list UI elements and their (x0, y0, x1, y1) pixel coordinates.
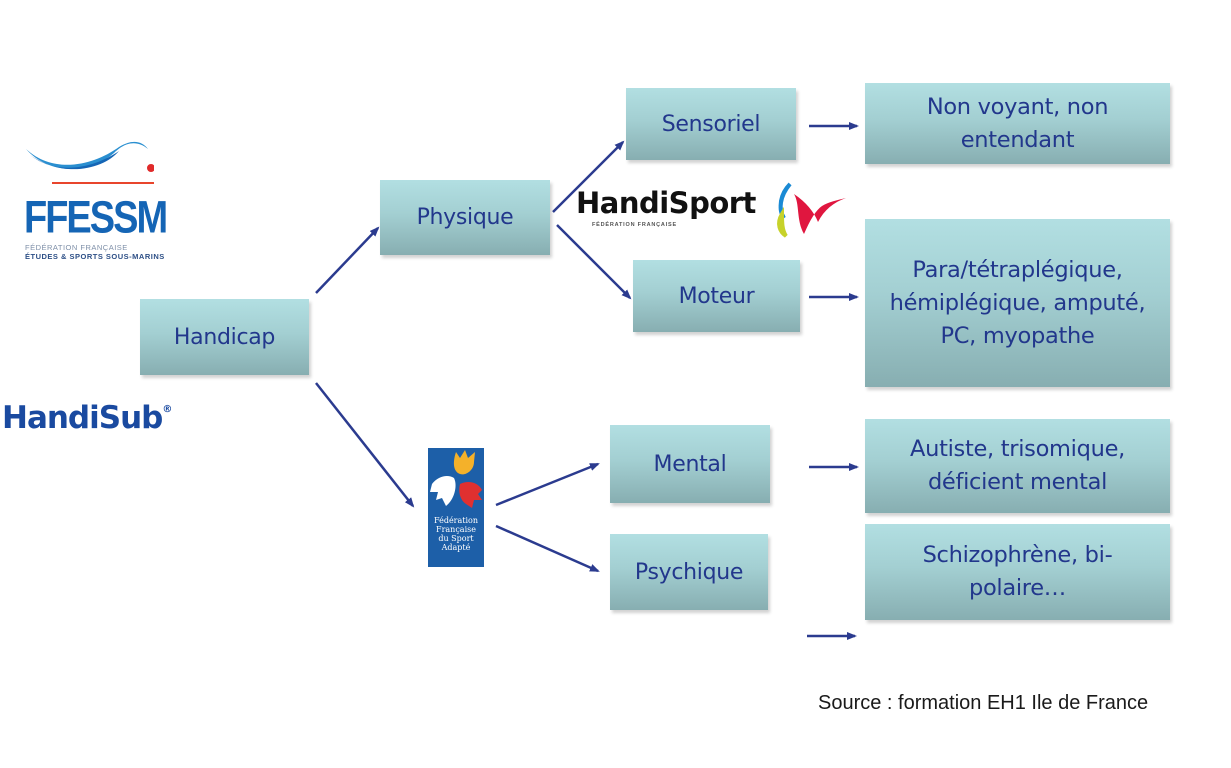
ffsa-logo-text: Fédération Française du Sport Adapté (428, 516, 484, 552)
handisub-logo: HandiSub® (2, 400, 172, 436)
description-line: hémiplégique, amputé, (889, 289, 1146, 316)
node-physique-label: Physique (416, 205, 514, 230)
arrow-ffsa-to-mental (495, 462, 600, 507)
ffessm-logo-line1: FÉDÉRATION FRANÇAISE (25, 243, 128, 252)
handisub-logo-text: HandiSub (2, 400, 163, 436)
handisport-logo-subtitle: FÉDÉRATION FRANÇAISE (592, 222, 677, 228)
node-moteur: Moteur (633, 260, 800, 332)
arrow-handicap-to-ffsa (315, 382, 415, 508)
node-mental: Mental (610, 425, 770, 503)
node-sensoriel-label: Sensoriel (661, 111, 761, 137)
description-mental: Autiste, trisomique, déficient mental (865, 419, 1170, 513)
ffsa-logo: Fédération Française du Sport Adapté (428, 448, 484, 567)
description-line: Schizophrène, bi- (922, 542, 1113, 568)
description-line: entendant (960, 126, 1075, 153)
description-line: déficient mental (927, 469, 1108, 495)
source-caption: Source : formation EH1 Ile de France (818, 692, 1149, 714)
node-moteur-label: Moteur (678, 283, 755, 309)
node-handicap: Handicap (140, 299, 309, 375)
registered-mark: ® (162, 404, 172, 415)
node-sensoriel: Sensoriel (626, 88, 796, 160)
description-line: Non voyant, non (926, 93, 1109, 120)
arrow-ffsa-to-psychique (495, 524, 600, 573)
description-line: Autiste, trisomique, (910, 436, 1125, 462)
ffsa-line: Adapté (441, 543, 471, 552)
wave-icon (26, 141, 154, 184)
handisport-emblem-icon (777, 182, 846, 238)
node-psychique: Psychique (610, 534, 768, 610)
description-line: polaire… (968, 575, 1067, 601)
description-line: PC, myopathe (940, 322, 1095, 349)
ffsa-line: Fédération (433, 516, 479, 525)
handisport-logo-text: HandiSport (576, 186, 756, 220)
ffessm-logo-text: FFESSM (24, 193, 168, 244)
ffessm-logo-line2: ÉTUDES & SPORTS SOUS-MARINS (25, 252, 165, 261)
ffsa-line: du Sport (438, 534, 474, 543)
arrow-handicap-to-physique (315, 226, 380, 294)
description-moteur: Para/tétraplégique, hémiplégique, amputé… (865, 219, 1170, 387)
arrow-physique-to-moteur (556, 224, 632, 300)
node-physique: Physique (380, 180, 550, 255)
description-psychique: Schizophrène, bi- polaire… (865, 524, 1170, 620)
ffsa-line: Française (436, 525, 476, 534)
node-mental-label: Mental (653, 451, 727, 477)
arrow-physique-to-sensoriel (552, 140, 625, 213)
ffsa-characters-icon (430, 450, 482, 508)
description-line: Para/tétraplégique, (912, 256, 1123, 283)
description-sensoriel: Non voyant, non entendant (865, 83, 1170, 164)
node-psychique-label: Psychique (634, 559, 744, 585)
node-handicap-label: Handicap (173, 324, 276, 350)
